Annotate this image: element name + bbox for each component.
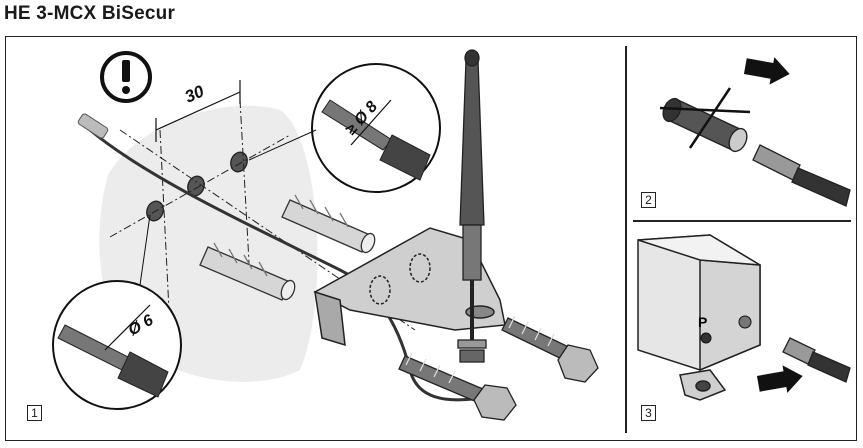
cable-connector-left xyxy=(77,113,109,139)
detail-drill-depth xyxy=(311,63,441,193)
detail-connector-upper xyxy=(248,129,317,161)
mounting-bracket xyxy=(313,227,506,347)
coax-connector xyxy=(752,144,851,207)
panel-divider-vertical xyxy=(625,46,627,433)
programming-button-label: P xyxy=(698,314,707,330)
warning-icon xyxy=(100,51,152,103)
panel-number-1: 1 xyxy=(27,405,42,421)
wall-plug-lower xyxy=(199,242,296,301)
dimension-spacing xyxy=(155,80,241,142)
programming-button[interactable] xyxy=(700,332,712,344)
detail-connector-lower xyxy=(139,214,151,286)
arrow-icon-upper xyxy=(743,57,790,85)
antenna-rod xyxy=(457,49,487,363)
detail-drill-bit xyxy=(52,280,182,410)
screw-right xyxy=(501,315,599,383)
antenna-socket xyxy=(738,315,752,329)
receiver-housing xyxy=(637,234,761,401)
panel-number-3: 3 xyxy=(641,405,656,421)
page-title: HE 3-MCX BiSecur xyxy=(4,3,176,24)
screw-lower xyxy=(398,352,517,421)
arrow-icon-lower xyxy=(756,365,803,393)
dimension-spacing-label: 30 xyxy=(182,81,208,106)
cross-icon xyxy=(659,87,751,149)
coax-plug xyxy=(782,337,851,383)
panel-divider-horizontal xyxy=(633,220,851,222)
illustration-frame xyxy=(5,36,857,441)
alignment-lines xyxy=(109,99,416,331)
wall-plug-upper xyxy=(281,194,376,254)
panel-number-2: 2 xyxy=(641,192,656,208)
